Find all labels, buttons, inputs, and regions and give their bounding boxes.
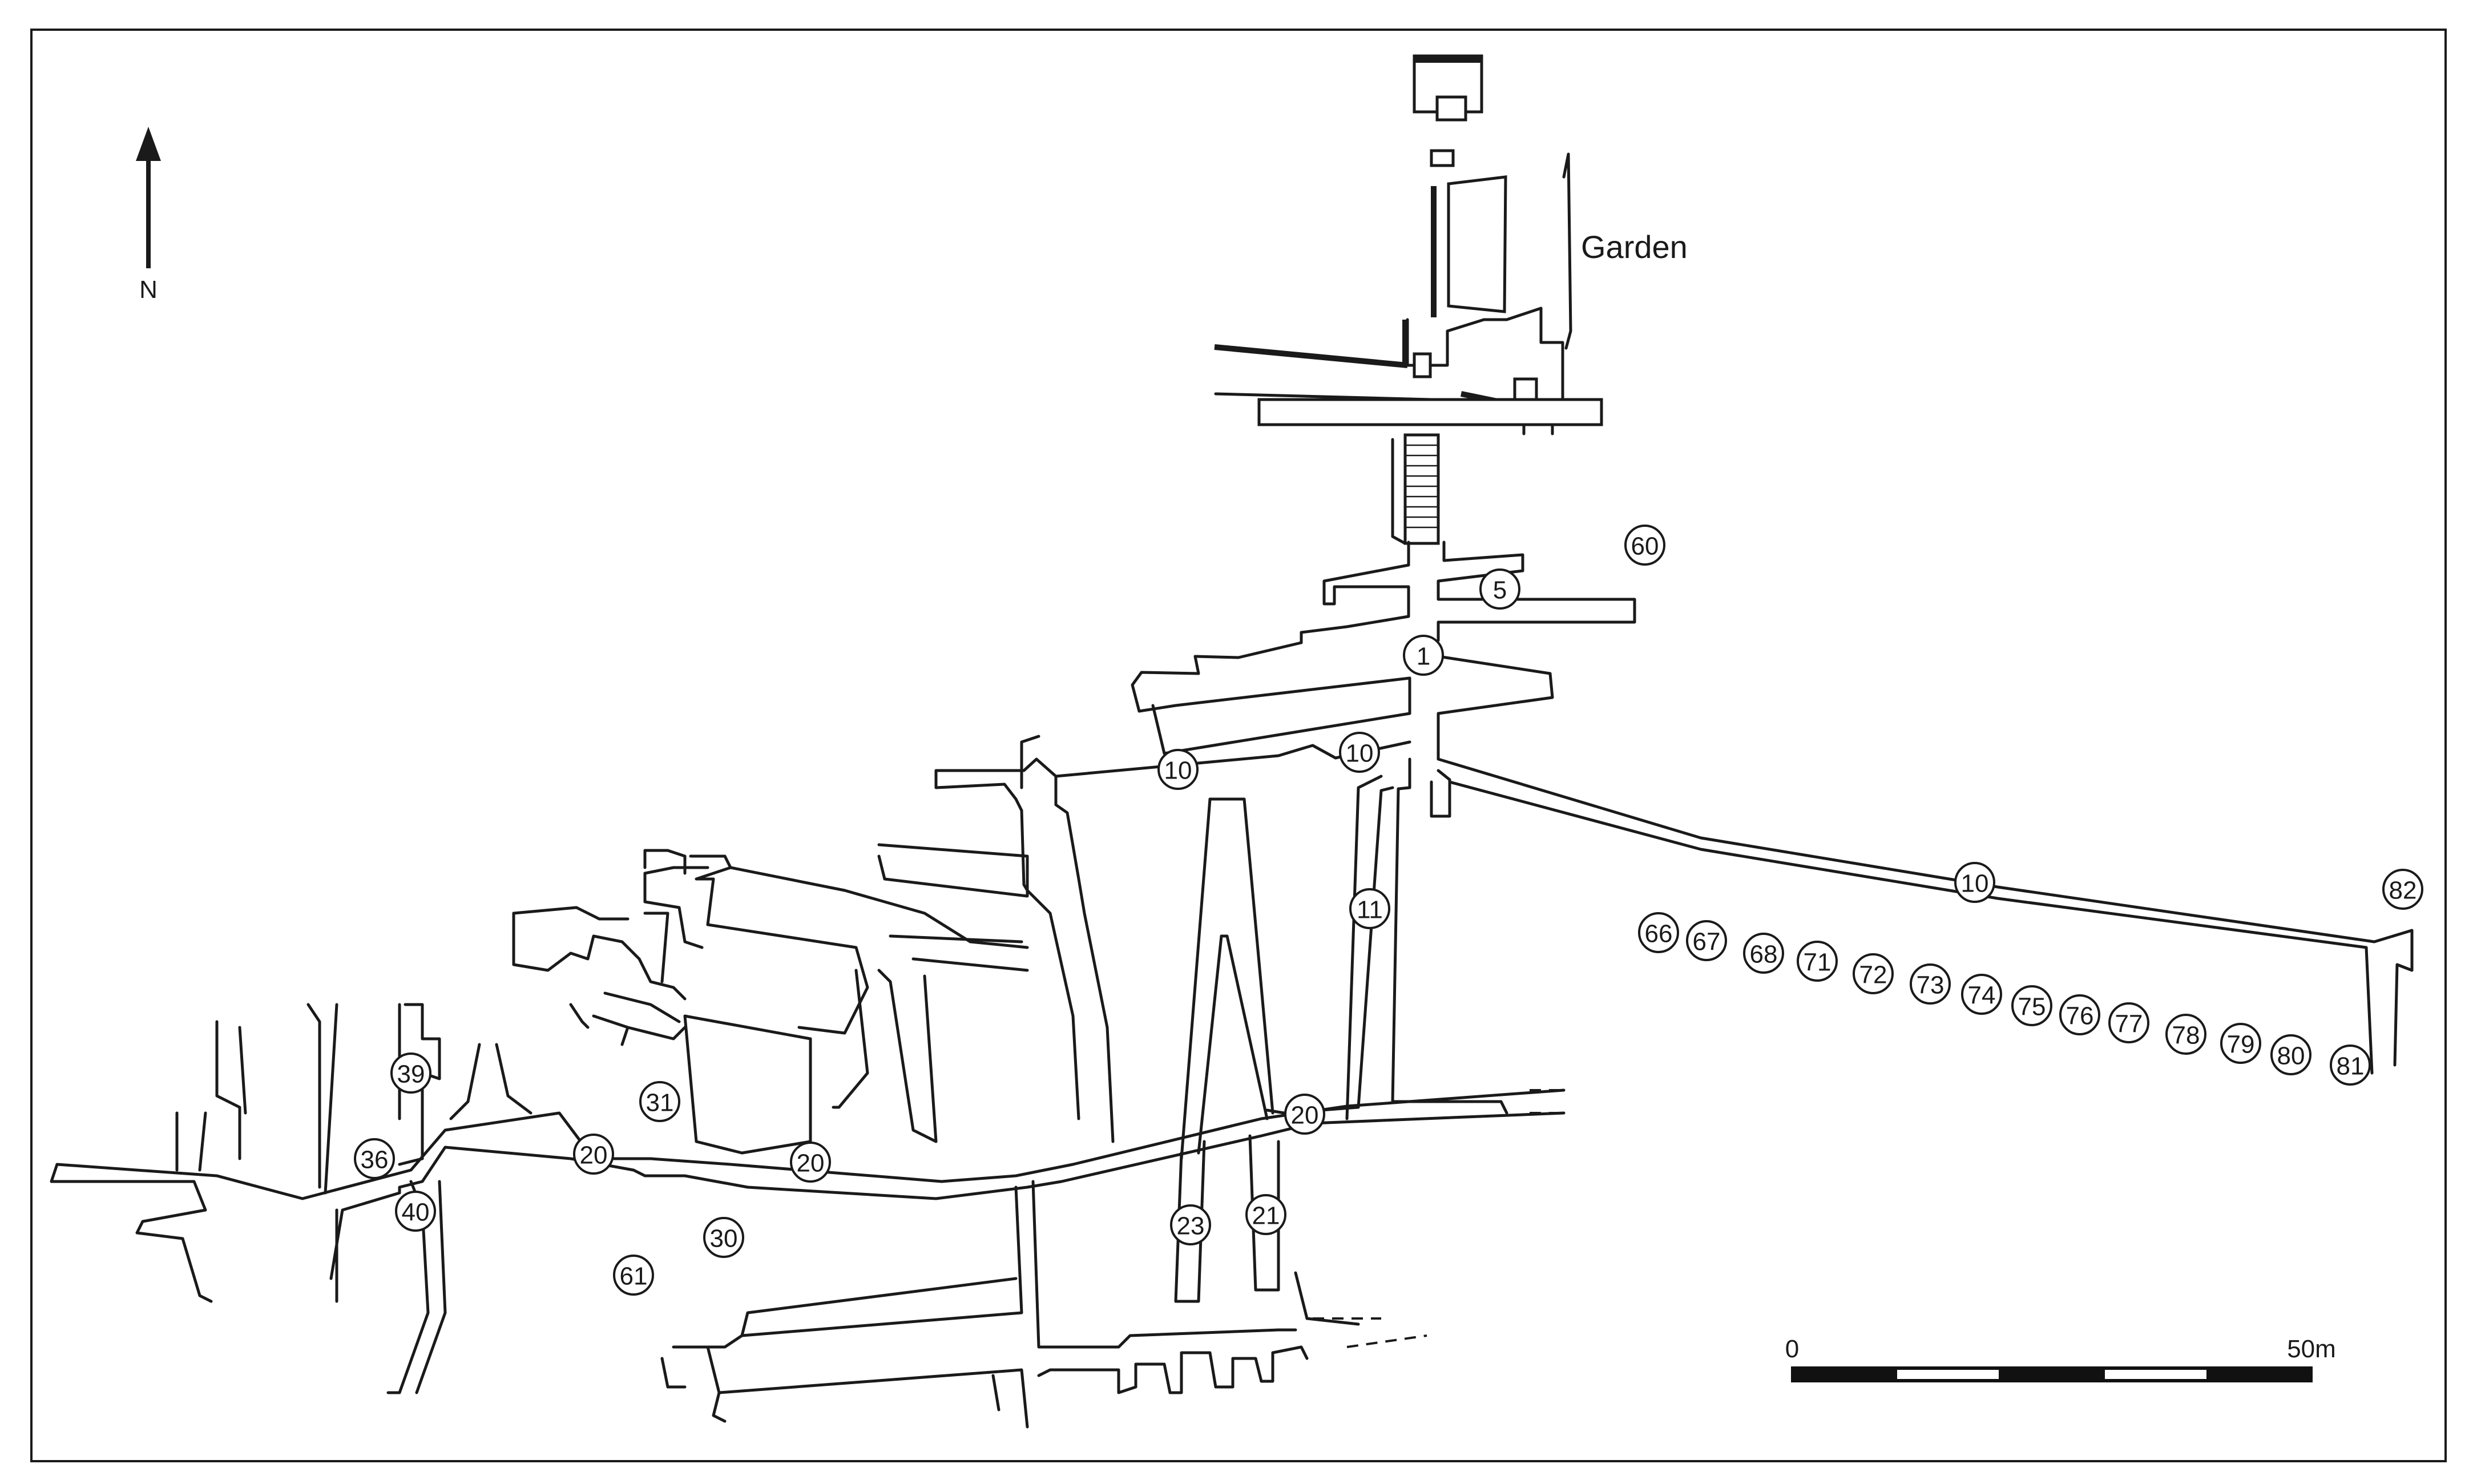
svg-text:20: 20 (797, 1150, 825, 1177)
svg-text:39: 39 (397, 1060, 425, 1088)
garden-label: Garden (1581, 229, 1688, 265)
marker-1: 1 (1403, 635, 1444, 676)
svg-text:20: 20 (1291, 1102, 1319, 1130)
marker-20-west: 20 (573, 1134, 614, 1175)
svg-text:77: 77 (2115, 1010, 2143, 1038)
svg-text:67: 67 (1693, 928, 1721, 956)
svg-text:81: 81 (2337, 1052, 2365, 1080)
svg-text:20: 20 (580, 1142, 608, 1170)
svg-text:76: 76 (2066, 1002, 2094, 1030)
marker-71: 71 (1797, 941, 1838, 982)
marker-80: 80 (2270, 1034, 2311, 1075)
map-frame (30, 29, 2447, 1462)
garden-buildings (1214, 54, 1603, 435)
svg-text:10: 10 (1346, 740, 1374, 768)
marker-21: 21 (1245, 1194, 1286, 1235)
marker-75: 75 (2011, 985, 2052, 1026)
svg-text:78: 78 (2172, 1022, 2200, 1050)
svg-text:72: 72 (1859, 961, 1887, 989)
marker-36: 36 (354, 1138, 395, 1179)
svg-text:10: 10 (1961, 870, 1989, 898)
svg-text:23: 23 (1177, 1212, 1205, 1240)
svg-text:82: 82 (2389, 877, 2417, 905)
north-arrow: N (136, 127, 161, 304)
marker-81: 81 (2330, 1045, 2371, 1086)
marker-67: 67 (1686, 920, 1727, 961)
marker-20-center: 20 (790, 1142, 831, 1183)
north-label: N (139, 276, 158, 304)
marker-78: 78 (2165, 1014, 2206, 1055)
marker-82: 82 (2382, 869, 2423, 910)
marker-20-east: 20 (1284, 1094, 1325, 1135)
scale-end-label: 50m (2287, 1335, 2336, 1363)
svg-text:10: 10 (1164, 757, 1192, 785)
svg-text:75: 75 (2018, 993, 2046, 1021)
marker-11: 11 (1349, 888, 1390, 929)
svg-text:21: 21 (1252, 1202, 1280, 1230)
marker-40: 40 (395, 1191, 436, 1232)
svg-text:60: 60 (1631, 533, 1659, 560)
svg-text:40: 40 (402, 1199, 430, 1227)
marker-60: 60 (1624, 525, 1665, 566)
svg-text:74: 74 (1968, 982, 1996, 1010)
marker-30: 30 (703, 1217, 744, 1258)
svg-text:71: 71 (1804, 949, 1831, 977)
marker-72: 72 (1853, 953, 1894, 994)
marker-73: 73 (1910, 963, 1951, 1005)
marker-66: 66 (1638, 912, 1679, 953)
scale-bar: 0 50m (1785, 1335, 2336, 1382)
scale-start-label: 0 (1785, 1335, 1799, 1363)
svg-text:80: 80 (2277, 1042, 2305, 1070)
svg-text:31: 31 (646, 1089, 674, 1117)
marker-74: 74 (1961, 974, 2002, 1015)
svg-text:30: 30 (710, 1225, 738, 1253)
marker-10-east: 10 (1954, 862, 1995, 903)
marker-68: 68 (1743, 933, 1784, 974)
tunnel-network (50, 541, 2414, 1429)
svg-text:66: 66 (1645, 920, 1673, 948)
marker-5: 5 (1479, 568, 1520, 610)
marker-79: 79 (2220, 1023, 2261, 1064)
marker-layer: 60 5 1 10 10 10 11 82 66 67 68 71 72 73 … (354, 525, 2423, 1296)
svg-text:68: 68 (1750, 941, 1778, 969)
marker-76: 76 (2059, 994, 2100, 1035)
svg-text:73: 73 (1917, 971, 1945, 999)
svg-text:79: 79 (2227, 1031, 2255, 1059)
marker-10-west: 10 (1157, 749, 1199, 790)
svg-text:61: 61 (620, 1263, 648, 1291)
marker-77: 77 (2108, 1002, 2149, 1043)
svg-text:5: 5 (1493, 576, 1507, 604)
entrance-staircase (1391, 433, 1440, 545)
marker-39: 39 (390, 1052, 431, 1094)
svg-text:36: 36 (361, 1146, 389, 1174)
svg-text:11: 11 (1357, 896, 1383, 924)
marker-10-center: 10 (1339, 732, 1380, 773)
marker-61: 61 (613, 1255, 654, 1296)
marker-23: 23 (1170, 1204, 1211, 1245)
svg-text:1: 1 (1417, 643, 1430, 671)
marker-31: 31 (639, 1081, 680, 1122)
